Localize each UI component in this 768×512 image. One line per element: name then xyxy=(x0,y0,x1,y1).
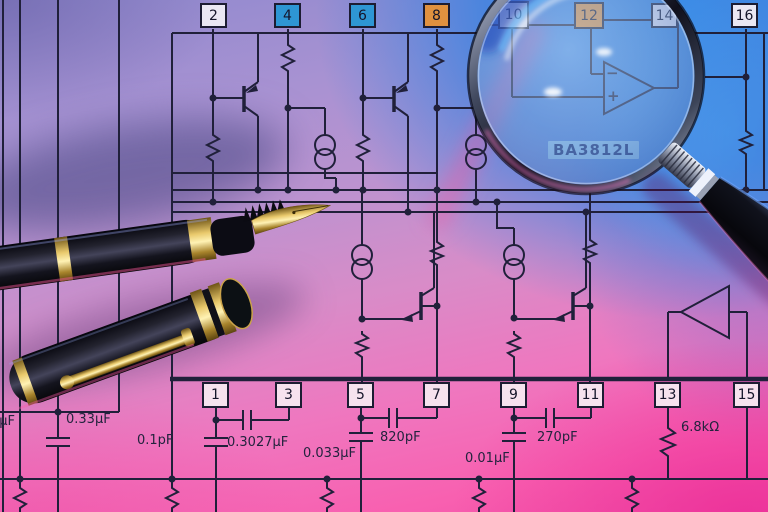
pin-box-16: 16 xyxy=(731,3,758,28)
bottom-capacitor-network xyxy=(0,408,768,512)
pin-label: 5 xyxy=(356,387,365,403)
pin-box-1: 1 xyxy=(202,382,229,408)
pin-box-13: 13 xyxy=(654,382,681,408)
pin-box-3: 3 xyxy=(275,382,302,408)
capacitor-label: 270pF xyxy=(537,430,578,445)
pin-box-11: 11 xyxy=(577,382,604,408)
capacitor-label: 0.1pF xyxy=(137,433,174,448)
pin-box-7: 7 xyxy=(423,382,450,408)
pin-label: 11 xyxy=(581,387,600,403)
pen-cap xyxy=(8,278,253,410)
capacitor-label: 0.3027μF xyxy=(227,435,289,450)
pin-box-5: 5 xyxy=(347,382,374,408)
pin-label: 15 xyxy=(737,387,756,403)
pin-label: 6 xyxy=(358,7,367,24)
pin-box-6: 6 xyxy=(349,3,376,28)
pin-box-8: 8 xyxy=(423,3,450,28)
capacitor-label: 0.033μF xyxy=(303,446,356,461)
pin-box-15: 15 xyxy=(733,382,760,408)
magnifier-handle xyxy=(642,142,768,316)
junction-dots xyxy=(16,73,750,483)
pin-label: 8 xyxy=(432,7,441,24)
magnifier-lens xyxy=(466,0,706,196)
pin-label: 3 xyxy=(284,387,293,403)
pin-label: 13 xyxy=(658,387,677,403)
pin-label: 16 xyxy=(735,7,754,24)
capacitor-label: 0.33μF xyxy=(66,412,111,427)
internal-components xyxy=(204,29,755,382)
capacitor-label: 820pF xyxy=(380,430,421,445)
pin-box-4: 4 xyxy=(274,3,301,28)
pin-box-2: 2 xyxy=(200,3,227,28)
pin-label: 1 xyxy=(211,387,220,403)
pin-box-9: 9 xyxy=(500,382,527,408)
capacitor-label: 0.01μF xyxy=(465,451,510,466)
pin-label: 7 xyxy=(432,387,441,403)
pin-label: 9 xyxy=(509,387,518,403)
fountain-pen xyxy=(0,199,332,298)
pin-label: 2 xyxy=(209,7,218,24)
pin-label: 4 xyxy=(283,7,292,24)
capacitor-label-partial: 1μF xyxy=(0,414,16,429)
resistor-label: 6.8kΩ xyxy=(681,420,720,435)
